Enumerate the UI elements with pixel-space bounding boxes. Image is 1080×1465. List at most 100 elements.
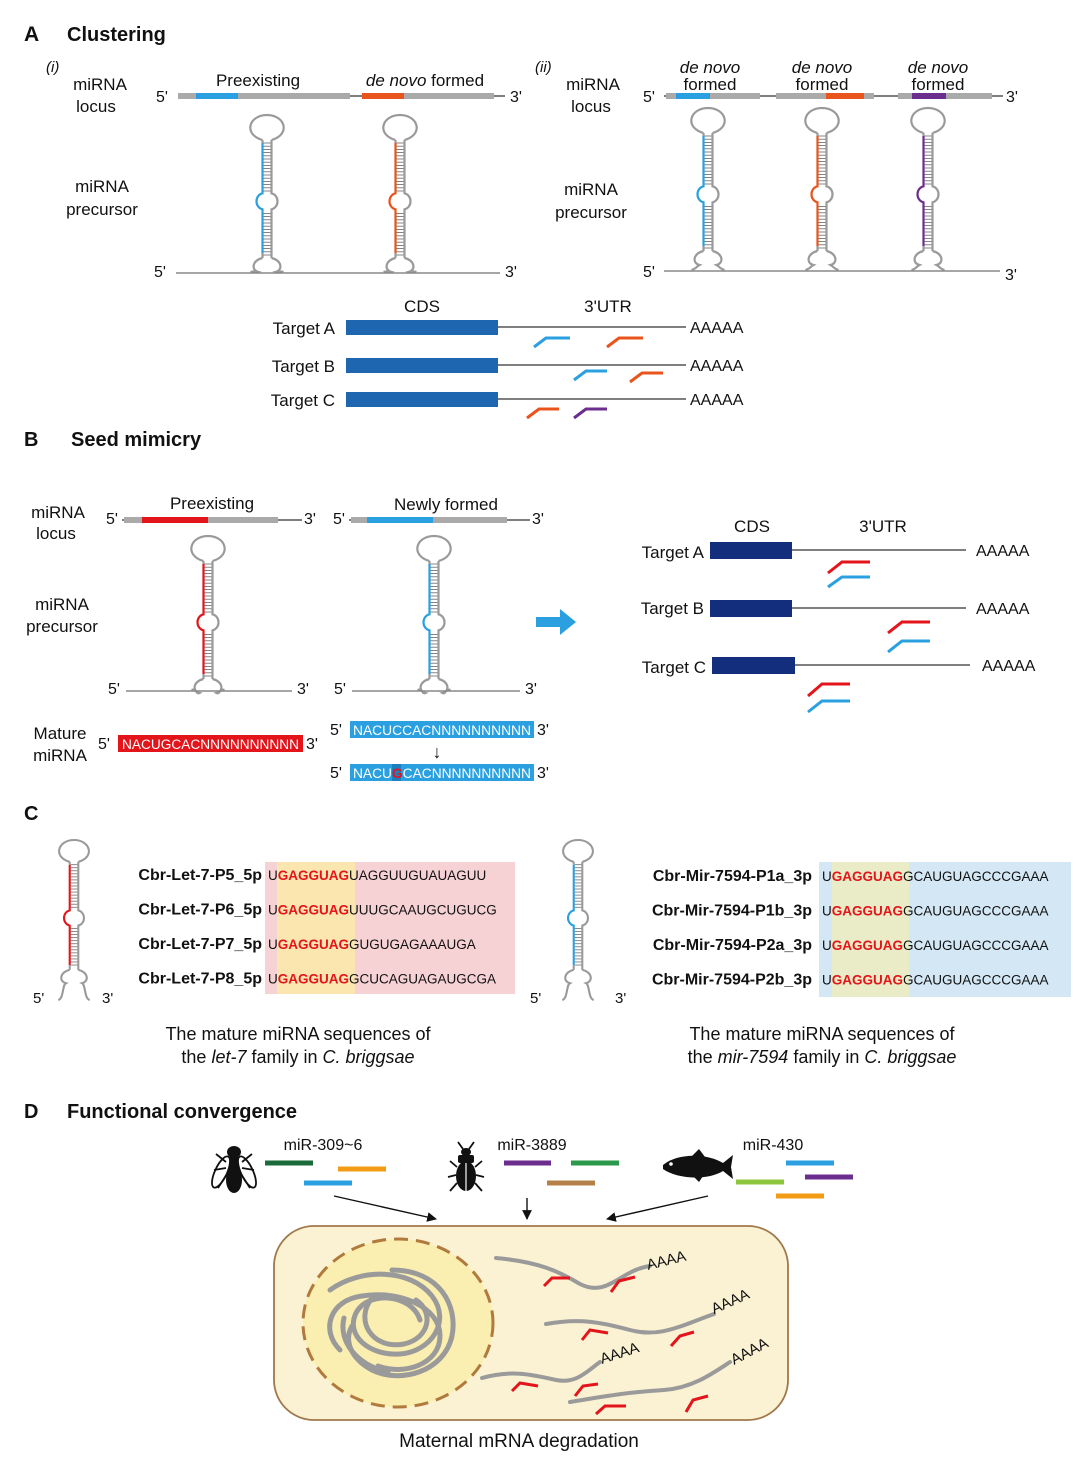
b-target-a-polya: AAAAA (976, 543, 1030, 560)
b-prec2-3prime: 3' (525, 681, 537, 698)
b-target-b-cds (710, 600, 792, 617)
c-right-seed-bg (832, 862, 909, 997)
hairpin-mature-strand (196, 564, 205, 674)
precursor-label-line1: miRNA (75, 177, 129, 196)
mirna-sequence: UGAGGUAGGCAUGUAGCCCGAAA (822, 904, 1049, 919)
locus-ii-3prime: 3' (1006, 89, 1018, 106)
mirna-sequence: UGAGGUAGGCAUGUAGCCCGAAA (822, 938, 1049, 953)
mirna-sequence: UGAGGUAGGCAUGUAGCCCGAAA (822, 869, 1049, 884)
b-mature-red-box (118, 735, 303, 752)
b-locus2-gray-b (433, 517, 507, 523)
target-a-label: Target A (273, 319, 336, 338)
panel-a-letter: A (24, 23, 39, 46)
mirna-name: Cbr-Let-7-P5_5p (138, 867, 262, 884)
locus-segment-gray-3 (404, 93, 494, 99)
hairpin-ii-orange (804, 106, 840, 272)
b-mature-red-seq: NACUGCACNNNNNNNNNN (122, 737, 299, 752)
b-mature-label-2: miRNA (33, 746, 87, 765)
mirna-name: Cbr-Let-7-P8_5p (138, 971, 262, 988)
b-precursor-label-1: miRNA (35, 595, 89, 614)
locus-segment-gray-1 (178, 93, 196, 99)
mirna-name: Cbr-Mir-7594-P1a_3p (653, 868, 812, 885)
locus-ii-purple (912, 93, 946, 99)
b-mutated-3prime: 3' (537, 765, 549, 782)
precursor-3prime: 3' (505, 264, 517, 281)
hairpin-ii-purple (910, 106, 946, 272)
panel-d-title: Functional convergence (67, 1101, 297, 1123)
hairpin-loop (562, 838, 594, 863)
mirna-sequence: UGAGGUAGGUGUGAGAAAUGA (268, 937, 476, 952)
d-caption: Maternal mRNA degradation (399, 1431, 639, 1452)
b-mature-blue-5prime: 5' (330, 722, 342, 739)
b-locus2-blue (367, 517, 433, 523)
b-precursor-label-2: precursor (26, 617, 98, 636)
locus-segment-blue (196, 93, 238, 99)
target-a-site-blue (533, 336, 570, 349)
c-left-seed-bg (277, 862, 355, 994)
target-c-site-purple (573, 407, 607, 420)
precursor-label-ii-line1: miRNA (564, 180, 618, 199)
locus-label-ii-line2: locus (571, 97, 611, 116)
hairpin-loop (910, 106, 946, 135)
b-target-c-site-blue (807, 699, 850, 714)
c-caption-left-1: The mature miRNA sequences of (165, 1024, 431, 1044)
sub-label-ii: (ii) (535, 59, 552, 76)
locus-ii-5prime: 5' (643, 89, 655, 106)
locus-ii-gray-1 (666, 93, 676, 99)
beetle-mir-label: miR-3889 (497, 1137, 566, 1154)
c-right-3prime: 3' (615, 990, 626, 1007)
cds-label: CDS (404, 297, 440, 316)
b-newly-formed-label: Newly formed (394, 495, 498, 514)
mirna-sequence: UGAGGUAGGCAUGUAGCCCGAAA (822, 973, 1049, 988)
target-a-site-orange (606, 336, 643, 349)
target-b-polya: AAAAA (690, 358, 744, 375)
b-locus1-3prime: 3' (304, 511, 316, 528)
c-hairpin-blue (561, 838, 595, 1001)
b-locus2-gray-a (351, 517, 367, 523)
c-caption-left-2: the let-7 family in C. briggsae (181, 1047, 414, 1067)
target-c-label: Target C (271, 391, 335, 410)
b-mature-label-1: Mature (34, 724, 87, 743)
precursor-ii-3prime: 3' (1005, 267, 1017, 284)
b-mature-red-5prime: 5' (98, 736, 110, 753)
mirna-name: Cbr-Mir-7594-P2a_3p (653, 937, 812, 954)
c-left-3prime: 3' (102, 990, 113, 1007)
locus-label-line2: locus (76, 97, 116, 116)
locus-ii-orange (826, 93, 864, 99)
b-prec1-5prime: 5' (108, 681, 120, 698)
b-target-b-site-red (887, 620, 930, 635)
formed-1: formed (684, 75, 737, 94)
panel-b: B Seed mimicry miRNA locus miRNA precurs… (24, 429, 1036, 782)
b-target-c-site-red (807, 682, 850, 698)
locus-ii-gray-2 (710, 93, 760, 99)
precursor-label-line2: precursor (66, 200, 138, 219)
b-target-c-polya: AAAAA (982, 658, 1036, 675)
hairpin-mature-strand (388, 143, 397, 253)
mirna-name: Cbr-Mir-7594-P1b_3p (652, 903, 812, 920)
hairpin-blue (249, 113, 285, 274)
locus-ii-gray-6 (946, 93, 992, 99)
panel-b-title: Seed mimicry (71, 429, 202, 451)
b-right-arrow (536, 609, 576, 635)
b-locus-label-1: miRNA (31, 503, 85, 522)
hairpin-loop (58, 838, 90, 863)
hairpin-loop (690, 106, 726, 135)
hairpin-mature-strand (810, 136, 819, 246)
mirna-sequence: UGAGGUAGGCUCAGUAGAUGCGA (268, 972, 496, 987)
fly-icon (211, 1146, 257, 1193)
b-mature-blue-seq: NACUCCACNNNNNNNNNN (353, 723, 531, 738)
b-mutated-seq: NACUGCACNNNNNNNNNN (353, 766, 531, 781)
b-target-a-site-red (827, 560, 870, 575)
target-c-cds (346, 392, 498, 407)
locus-label-line1: miRNA (73, 75, 127, 94)
b-mutated-base-bg (392, 764, 401, 781)
c-caption-right-1: The mature miRNA sequences of (689, 1024, 955, 1044)
b-mutation-arrow: ↓ (433, 742, 442, 762)
hairpin-loop (382, 113, 418, 142)
locus-ii-gray-5 (898, 93, 912, 99)
de-novo-1: de novo (680, 58, 741, 77)
b-locus-label-2: locus (36, 524, 76, 543)
c-caption-right-2: the mir-7594 family in C. briggsae (688, 1047, 957, 1067)
utr-label: 3'UTR (584, 297, 632, 316)
fly-mir-label: miR-309~6 (284, 1137, 363, 1154)
